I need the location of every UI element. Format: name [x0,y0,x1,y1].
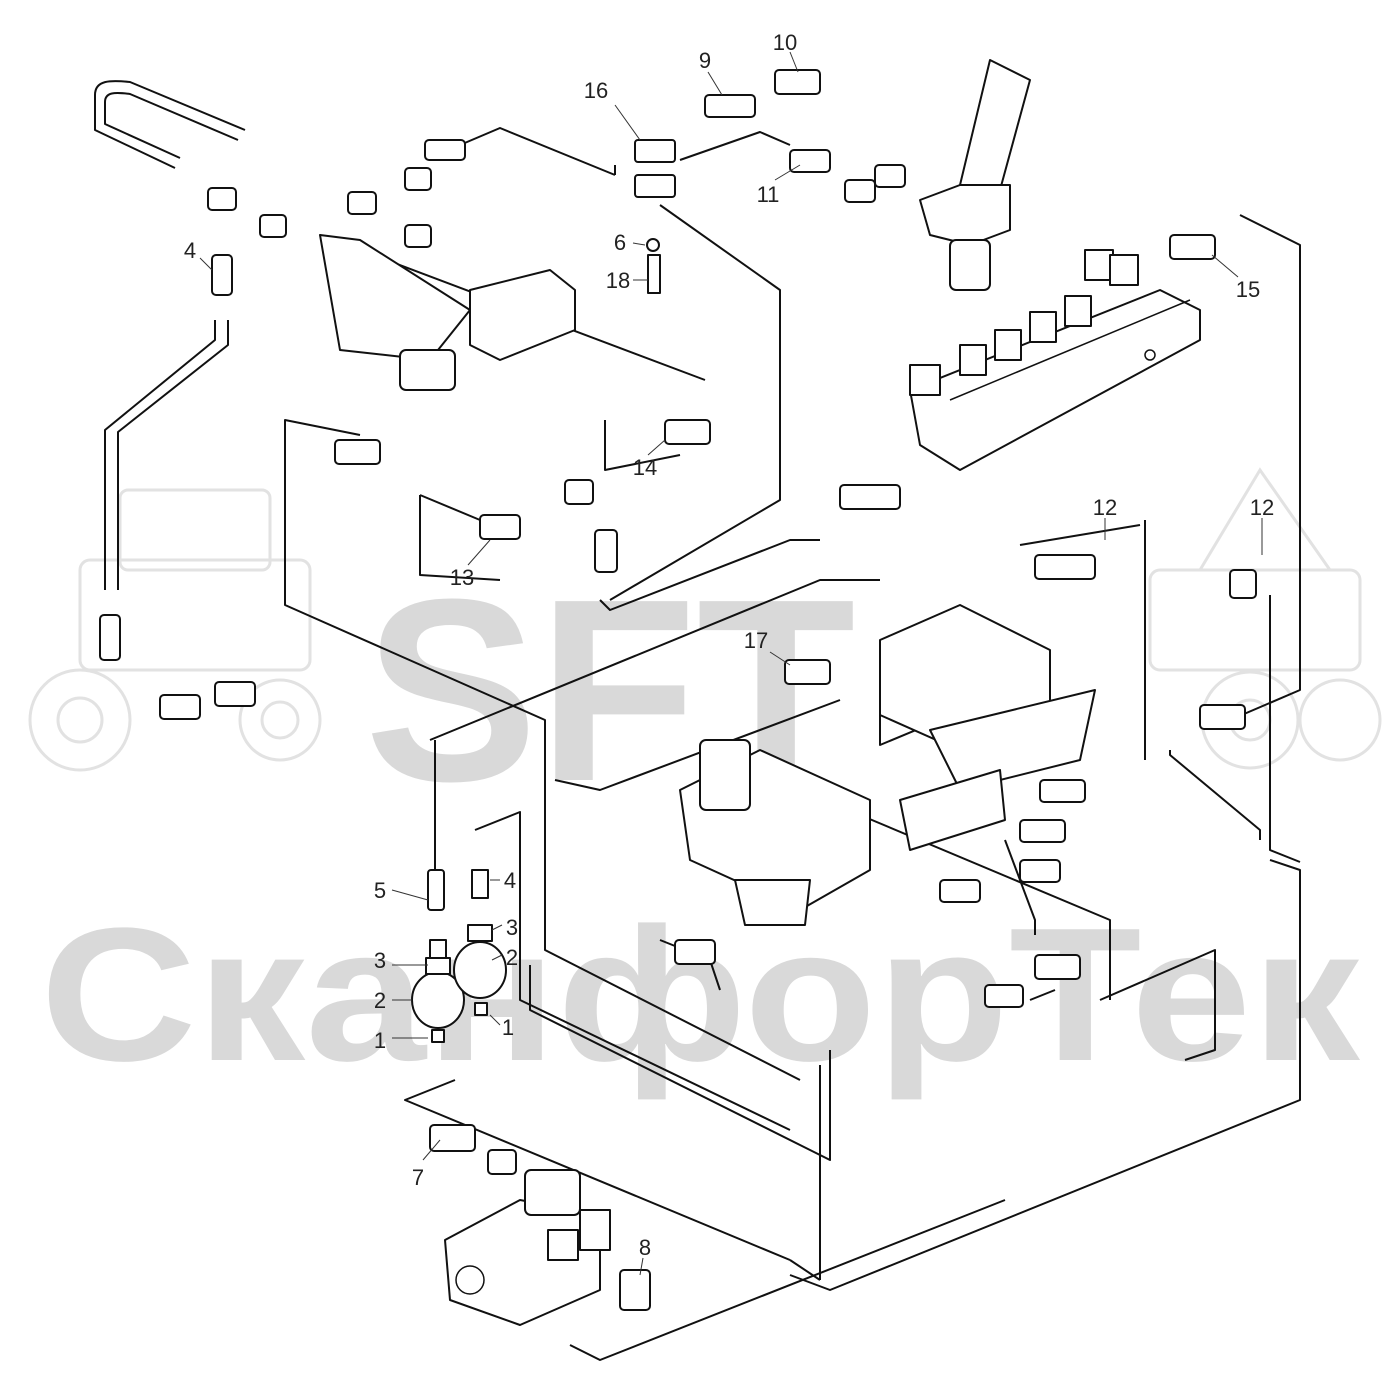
callout-7: 7 [412,1165,424,1190]
hydraulic-pump [444,1169,611,1326]
callout-4-lower: 4 [504,868,516,893]
control-lever [919,59,1031,291]
hose-routing [94,80,1301,1361]
callout-14: 14 [633,455,657,480]
fittings [99,69,1257,1311]
callout-11: 11 [757,182,780,207]
callout-8: 8 [639,1235,651,1260]
accumulator-right [453,869,507,1016]
callout-5: 5 [374,878,386,903]
callout-3-right: 3 [506,915,518,940]
callout-12-middle: 12 [1093,495,1117,520]
watermark: SFT СканфорТек [28,467,1382,1101]
callout-6: 6 [614,230,626,255]
callout-2-left: 2 [374,988,386,1013]
callout-12-right: 12 [1250,495,1274,520]
callout-9: 9 [699,48,711,73]
brake-valve [319,234,576,391]
callout-2-right: 2 [506,945,518,970]
callout-17: 17 [744,628,768,653]
watermark-tractor-left [28,488,322,772]
callout-4-top: 4 [184,238,196,263]
parts [99,59,1257,1326]
callout-16: 16 [584,78,608,103]
watermark-company: СканфорТек [40,889,1361,1101]
solenoid-valve-bank [909,249,1201,471]
callout-18: 18 [606,268,630,293]
callouts: 1 1 2 2 3 3 4 4 5 6 7 8 9 10 11 12 12 13… [184,30,1274,1260]
callout-3-left: 3 [374,948,386,973]
callout-1-right: 1 [502,1015,514,1040]
accumulator-left [411,939,465,1043]
callout-13: 13 [450,565,474,590]
leader-lines [199,51,1263,1276]
callout-15: 15 [1236,277,1260,302]
central-valve-block [679,604,1096,926]
callout-1-left: 1 [374,1028,386,1053]
callout-10: 10 [773,30,797,55]
